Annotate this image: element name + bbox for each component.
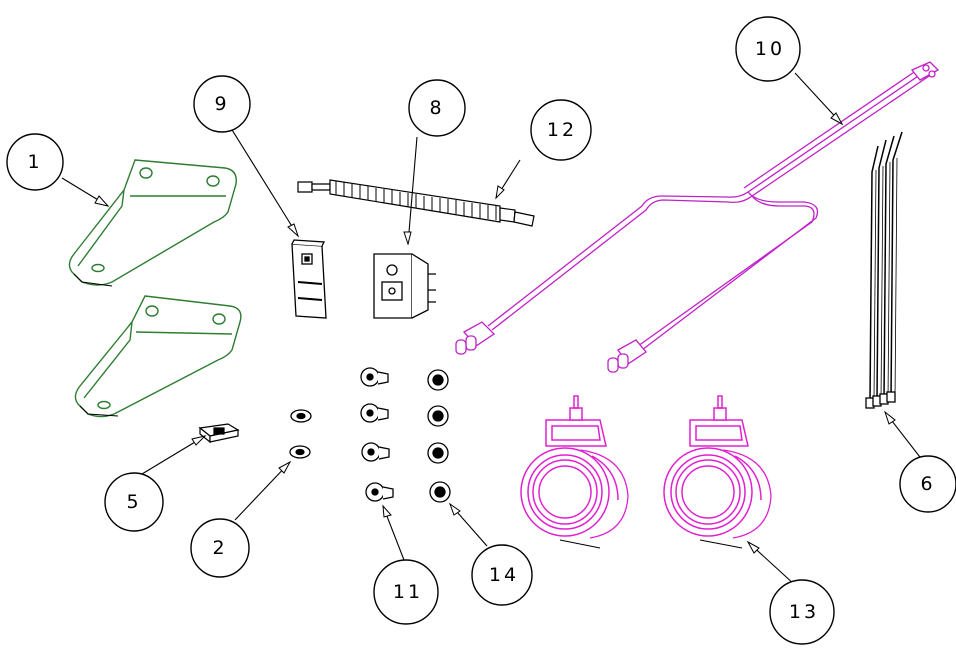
led-light-right	[663, 395, 772, 549]
bracket-part	[68, 159, 242, 418]
balloon-10: 10	[735, 16, 801, 82]
washer-part	[289, 409, 312, 459]
balloon-6: 6	[899, 455, 956, 513]
balloon-11: 11	[373, 559, 439, 625]
led-lights-part	[520, 395, 772, 549]
balloon-2-label: 2	[212, 537, 227, 559]
balloon-14: 14	[471, 544, 533, 606]
balloon-5: 5	[104, 472, 164, 532]
wiring-harness-part	[455, 61, 940, 373]
fuse-part	[198, 423, 240, 444]
cable-ties-part	[865, 131, 903, 409]
balloon-12-label: 12	[547, 119, 577, 141]
balloon-13: 13	[769, 579, 835, 645]
balloon-9-label: 9	[214, 93, 229, 115]
led-light-left	[520, 395, 629, 549]
balloon-11-label: 11	[393, 581, 423, 603]
switch-harness-part	[297, 179, 535, 227]
harness-end-connector	[910, 61, 940, 81]
bracket-lower	[74, 295, 242, 418]
balloon-1-label: 1	[27, 151, 42, 173]
harness-connector-right	[607, 339, 647, 373]
switch-cover-part	[291, 239, 327, 319]
balloon-5-label: 5	[126, 491, 141, 513]
nuts-part	[427, 369, 451, 503]
balloon-6-label: 6	[920, 473, 935, 495]
balloon-9: 9	[193, 75, 251, 133]
balloon-2: 2	[190, 518, 250, 578]
rocker-switch-part	[373, 253, 436, 319]
bracket-upper	[68, 159, 237, 287]
balloon-8: 8	[408, 79, 466, 137]
balloon-10-label: 10	[755, 38, 785, 60]
balloon-8-label: 8	[429, 97, 444, 119]
balloon-13-label: 13	[789, 601, 819, 623]
balloon-14-label: 14	[489, 564, 519, 586]
leader-lines	[61, 72, 931, 586]
balloon-1: 1	[6, 133, 64, 191]
screws-part	[360, 367, 394, 502]
balloon-12: 12	[530, 99, 592, 161]
harness-connector-left	[455, 321, 496, 355]
